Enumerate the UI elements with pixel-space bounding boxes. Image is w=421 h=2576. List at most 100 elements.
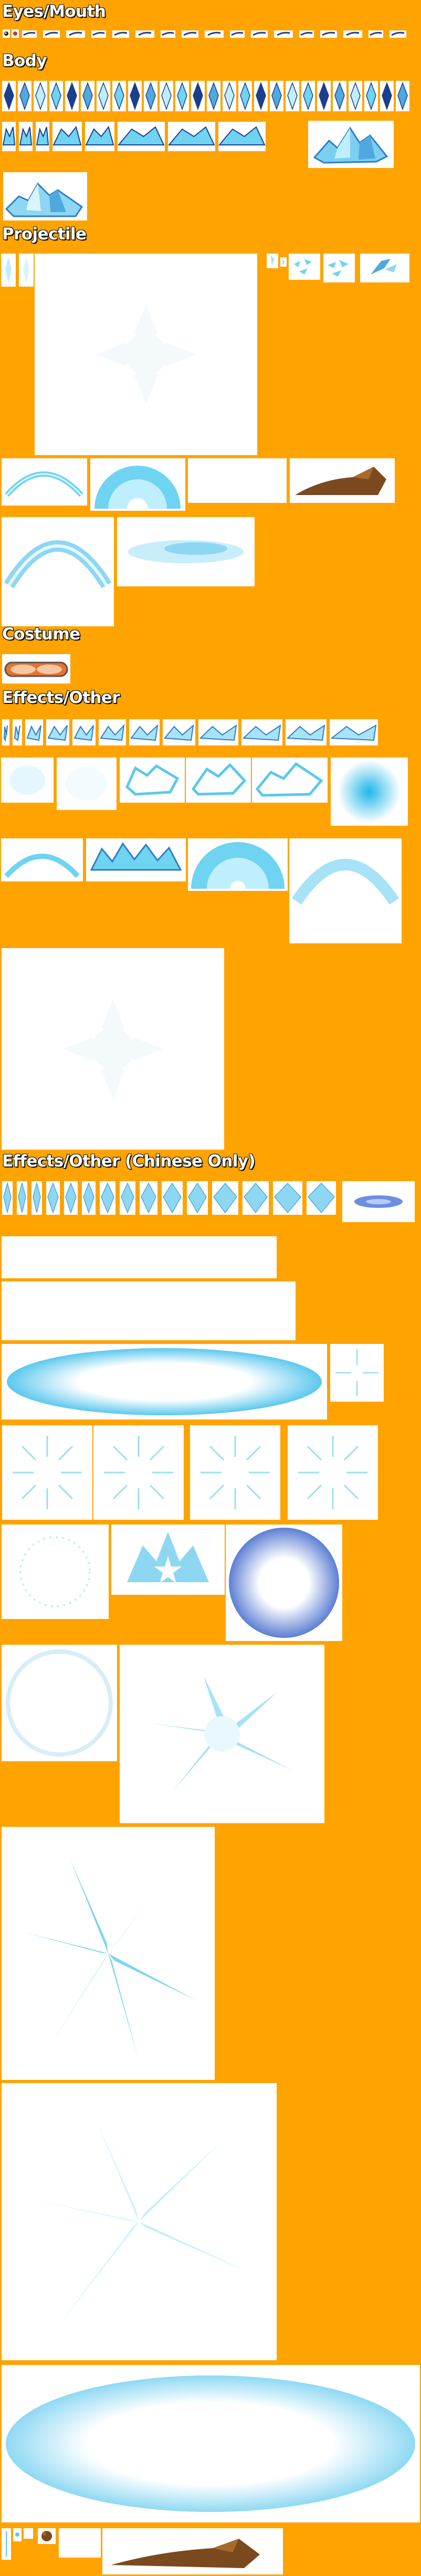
body-crystal-sprite xyxy=(380,81,394,111)
projectile-sprite-tiny xyxy=(267,254,278,268)
body-ice-chunk-sprite xyxy=(2,122,16,151)
effect-ice-fragment xyxy=(2,719,9,745)
mouth-sprite xyxy=(205,30,224,38)
body-crystal-sprite xyxy=(286,81,299,111)
projectile-shard-cluster xyxy=(323,254,355,282)
effect-ice-fragment xyxy=(330,719,378,745)
body-ice-chunk-sprite xyxy=(118,122,165,151)
chinese-effect-small-blank xyxy=(59,2528,101,2558)
mouth-sprite xyxy=(251,30,268,38)
effect-ice-fragment xyxy=(13,719,22,745)
chinese-effect-ice-oval xyxy=(2,1344,327,1420)
projectile-shard-large xyxy=(360,254,409,282)
section-title-effects-other: Effects/Other xyxy=(2,688,120,707)
ice-arch-large xyxy=(2,517,114,626)
chinese-effect-burst xyxy=(190,1425,280,1520)
chinese-effect-shard-explosion-faded xyxy=(2,2083,277,2360)
chinese-ice-shard xyxy=(64,1181,78,1215)
effect-ice-fragment xyxy=(46,719,69,745)
mouth-sprite xyxy=(43,30,60,38)
body-crystal-sprite xyxy=(97,81,110,111)
chinese-effect-shard-explosion xyxy=(2,1827,215,2080)
effect-glow-blob xyxy=(1,758,54,803)
ice-mist-sprite xyxy=(117,517,255,586)
body-crystal-sprite xyxy=(144,81,157,111)
effect-ice-outline xyxy=(252,758,328,803)
chinese-effect-large-oval xyxy=(2,2365,420,2522)
body-crystal-sprite xyxy=(112,81,126,111)
body-ice-chunk-sprite xyxy=(19,122,33,151)
effect-snowflake-large xyxy=(2,948,224,1150)
body-crystal-sprite xyxy=(254,81,268,111)
ice-crystal-rock-sprite xyxy=(308,121,394,168)
chinese-effect-rock-boulder xyxy=(102,2528,283,2574)
body-crystal-sprite xyxy=(301,81,315,111)
ice-arc-sprite xyxy=(2,458,87,506)
ice-mound-sprite xyxy=(3,172,87,220)
mouth-sprite xyxy=(161,30,175,38)
chinese-ice-shard xyxy=(2,1181,13,1215)
body-crystal-sprite xyxy=(160,81,173,111)
effect-ice-fragment xyxy=(163,719,195,745)
effect-ice-outline xyxy=(120,758,185,803)
effect-ice-arc xyxy=(1,838,83,881)
mouth-sprite xyxy=(343,30,362,38)
effect-ice-crown xyxy=(86,838,186,881)
chinese-ice-shard xyxy=(187,1181,208,1215)
projectile-blank-tile xyxy=(188,458,287,503)
mouth-sprite xyxy=(182,30,198,38)
mouth-sprite xyxy=(320,30,337,38)
ski-goggles-costume xyxy=(2,654,70,684)
body-ice-chunk-sprite xyxy=(85,122,114,151)
effect-ice-outline xyxy=(186,758,251,803)
body-crystal-sprite xyxy=(270,81,283,111)
effect-ice-fragment xyxy=(129,719,160,745)
chinese-ice-shard xyxy=(212,1181,238,1215)
section-title-eyes-mouth: Eyes/Mouth xyxy=(2,2,106,21)
body-crystal-sprite xyxy=(34,81,47,111)
body-crystal-sprite xyxy=(49,81,63,111)
body-crystal-sprite xyxy=(191,81,205,111)
body-crystal-sprite xyxy=(2,81,16,111)
effect-ice-fragment xyxy=(198,719,238,745)
chinese-ice-shard xyxy=(140,1181,157,1215)
mouth-sprite xyxy=(369,30,383,38)
chinese-ice-shard xyxy=(243,1181,269,1215)
projectile-sprite-tiny xyxy=(280,257,287,267)
projectile-sprite-small xyxy=(19,254,34,287)
mouth-sprite xyxy=(390,30,406,38)
body-ice-chunk-sprite xyxy=(36,122,49,151)
effect-ice-arch xyxy=(289,838,402,943)
effect-glow-blob xyxy=(57,758,117,810)
chinese-effect-dotted-ring xyxy=(2,1524,109,1619)
body-ice-chunk-sprite xyxy=(52,122,82,151)
chinese-effect-burst xyxy=(93,1425,184,1520)
mouth-sprite xyxy=(91,30,106,38)
body-crystal-sprite xyxy=(333,81,346,111)
chinese-ice-shard xyxy=(120,1181,135,1215)
chinese-effect-blue-ring xyxy=(226,1524,342,1641)
body-crystal-sprite xyxy=(238,81,252,111)
chinese-effect-tiny xyxy=(24,2528,33,2539)
chinese-effect-blank-bar xyxy=(2,1236,277,1278)
body-crystal-sprite xyxy=(18,81,31,111)
mouth-sprite xyxy=(22,30,37,38)
chinese-effect-shatter xyxy=(120,1645,324,1823)
effect-ice-fragment xyxy=(286,719,327,745)
effect-ice-fragment xyxy=(72,719,96,745)
section-title-projectile: Projectile xyxy=(2,225,87,244)
effect-ice-fragment xyxy=(241,719,282,745)
effect-cyan-orb xyxy=(331,758,408,826)
chinese-effect-blank-bar xyxy=(2,1281,296,1340)
chinese-ice-shard xyxy=(82,1181,96,1215)
projectile-snowflake-large xyxy=(35,254,257,455)
eye-sprite xyxy=(3,29,10,38)
chinese-effect-tiny xyxy=(13,2528,22,2541)
chinese-effect-burst xyxy=(288,1425,378,1520)
mouth-sprite xyxy=(299,30,314,38)
effect-ice-fragment xyxy=(99,719,126,745)
mouth-sprite xyxy=(230,30,245,38)
chinese-ice-shard xyxy=(31,1181,42,1215)
rock-boulder-sprite xyxy=(290,458,395,503)
section-title-costume: Costume xyxy=(2,625,80,644)
